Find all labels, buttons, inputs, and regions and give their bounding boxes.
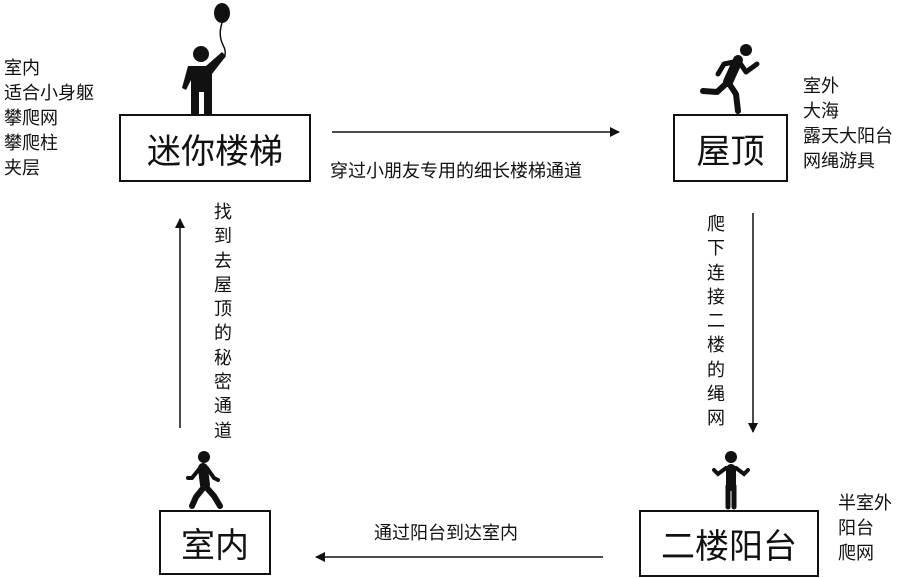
- edge-label-indoor-to-stairs: 找到去屋顶的秘密通道: [214, 202, 232, 442]
- balcony-notes: 半室外 阳台 爬网: [838, 491, 892, 566]
- edge-label-balcony-to-indoor: 通过阳台到达室内: [374, 523, 518, 544]
- note: 室外: [803, 76, 839, 97]
- edge-label-stairs-to-roof: 穿过小朋友专用的细长楼梯通道: [330, 161, 582, 182]
- note: 爬网: [838, 543, 874, 564]
- node-balcony: 二楼阳台: [639, 510, 819, 577]
- roof-notes: 室外 大海 露天大阳台 网绳游具: [803, 74, 893, 174]
- node-mini-stairs: 迷你楼梯: [119, 114, 311, 182]
- node-indoor: 室内: [159, 510, 271, 575]
- note: 阳台: [838, 518, 874, 539]
- note: 适合小身躯: [4, 83, 94, 104]
- note: 攀爬柱: [4, 133, 58, 154]
- walking-person-icon: [186, 451, 223, 509]
- node-roof: 屋顶: [673, 114, 788, 182]
- note: 半室外: [838, 493, 892, 514]
- note: 露天大阳台: [803, 126, 893, 147]
- note: 攀爬网: [4, 108, 58, 129]
- standing-person-icon: [712, 451, 750, 510]
- running-person-icon: [700, 44, 760, 114]
- note: 大海: [803, 101, 839, 122]
- note: 夹层: [4, 158, 40, 179]
- note: 网绳游具: [803, 151, 875, 172]
- person-with-balloon-icon: [182, 3, 230, 114]
- edge-label-roof-to-balcony: 爬下连接二楼的绳网: [707, 214, 725, 430]
- mini-stairs-notes: 室内 适合小身躯 攀爬网 攀爬柱 夹层: [4, 56, 94, 181]
- note: 室内: [4, 58, 40, 79]
